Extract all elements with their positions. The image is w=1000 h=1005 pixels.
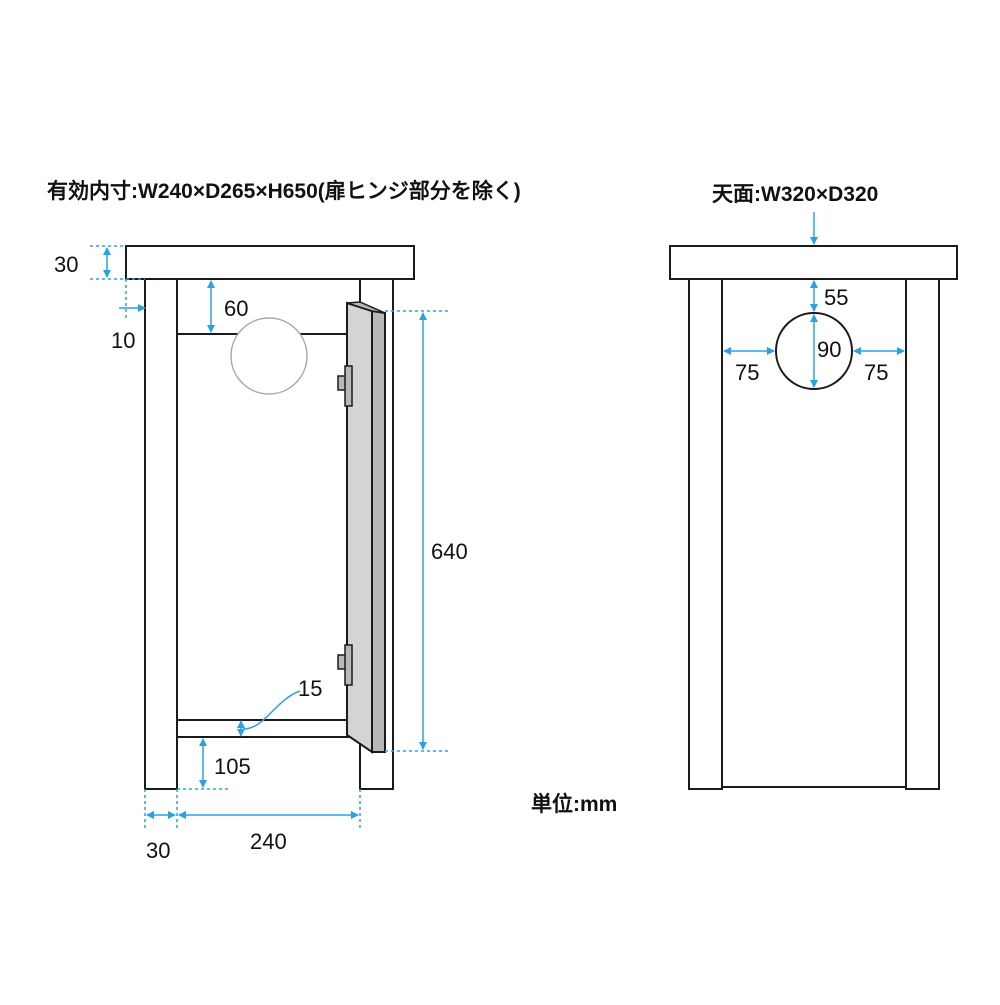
label-hole-right-offset: 75 bbox=[864, 360, 889, 385]
label-inner-width: 240 bbox=[250, 829, 287, 854]
top-view-dimensions bbox=[723, 212, 905, 388]
front-cable-hole bbox=[230, 317, 308, 395]
label-side-thickness: 30 bbox=[146, 838, 171, 863]
label-bottom-to-shelf: 105 bbox=[214, 754, 251, 779]
front-left-side-panel bbox=[144, 278, 178, 790]
top-surface-title: 天面:W320×D320 bbox=[712, 183, 879, 206]
label-top-to-back: 60 bbox=[224, 296, 249, 321]
front-top-board bbox=[125, 245, 415, 280]
top-view bbox=[669, 245, 958, 790]
front-lower-hinge-plate bbox=[344, 644, 353, 686]
front-bottom-shelf bbox=[176, 719, 361, 738]
front-upper-hinge-plate bbox=[344, 365, 353, 407]
unit-label: 単位:mm bbox=[531, 793, 618, 816]
dim-shelf-leader bbox=[242, 690, 301, 730]
label-door-height: 640 bbox=[431, 539, 468, 564]
front-view bbox=[125, 245, 415, 790]
label-top-thickness: 30 bbox=[54, 252, 79, 277]
front-dimensions bbox=[90, 245, 450, 828]
label-top-overhang: 10 bbox=[111, 328, 136, 353]
inner-dimensions-title: 有効内寸:W240×D265×H650(扉ヒンジ部分を除く) bbox=[47, 180, 521, 203]
label-hole-left-offset: 75 bbox=[735, 360, 760, 385]
label-hole-top-offset: 55 bbox=[824, 285, 849, 310]
top-view-right-side bbox=[905, 278, 940, 790]
top-view-board bbox=[669, 245, 958, 280]
label-shelf-thickness: 15 bbox=[298, 676, 323, 701]
front-door-top bbox=[346, 301, 386, 314]
label-hole-diameter: 90 bbox=[817, 337, 842, 362]
top-view-left-side bbox=[688, 278, 723, 790]
front-door-edge bbox=[371, 309, 386, 753]
